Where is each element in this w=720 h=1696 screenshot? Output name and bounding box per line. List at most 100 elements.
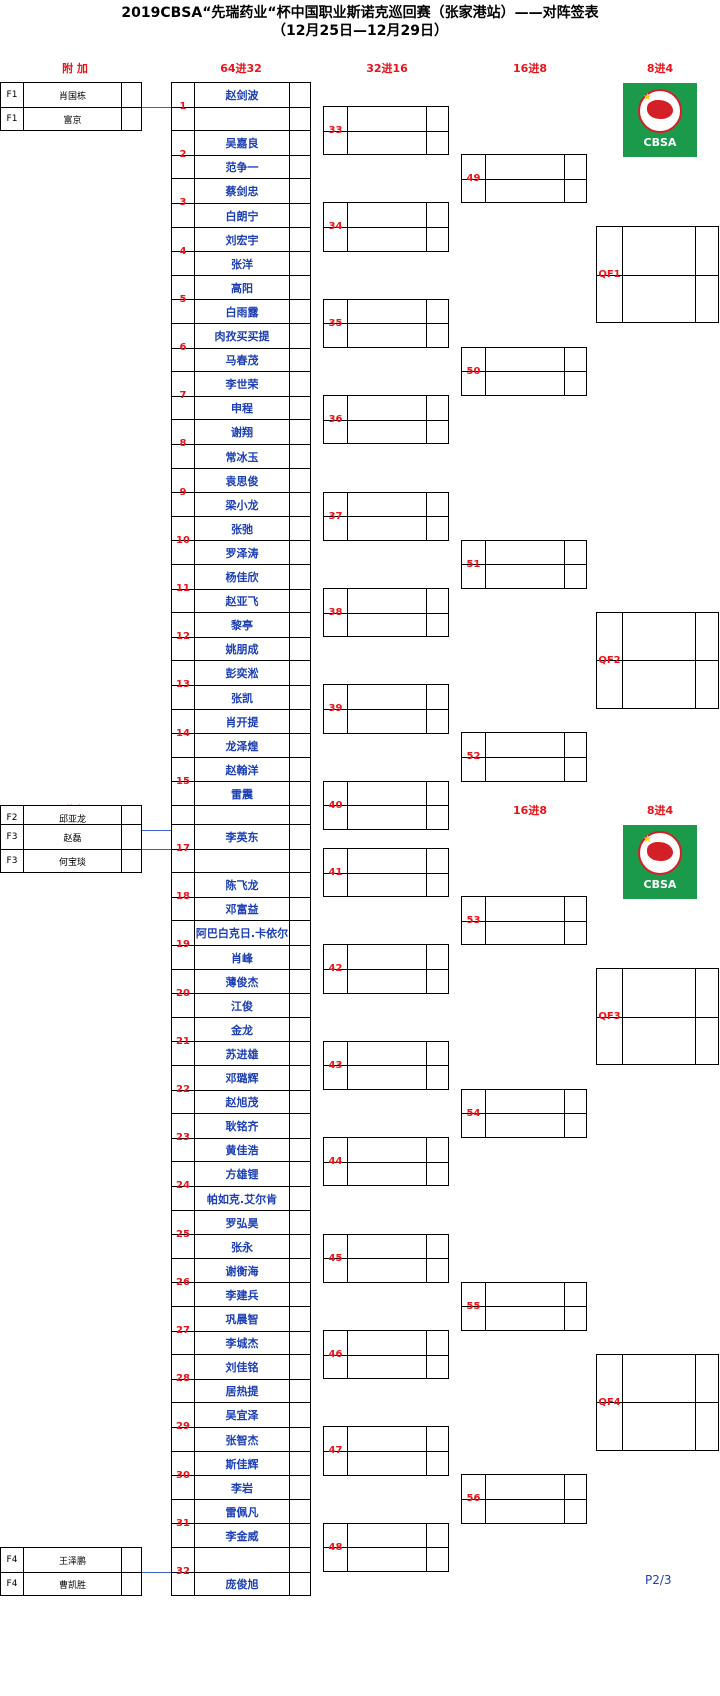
- qualifier-connector-line: [142, 106, 171, 108]
- player-name: 耿铭齐: [225, 1120, 259, 1134]
- match-box-41: 41: [323, 848, 449, 898]
- player-name: 薄俊杰: [225, 975, 259, 989]
- player-row: 肖开提: [172, 710, 310, 734]
- match-box-46: 46: [323, 1330, 449, 1380]
- score-cell: [290, 541, 310, 565]
- score-cell: [290, 1331, 310, 1355]
- score-cell: [290, 1500, 310, 1524]
- col-divider: [289, 1548, 290, 1596]
- col-divider: [194, 613, 195, 661]
- player-name: 李岩: [231, 1481, 253, 1495]
- player-name: 赵亚飞: [225, 595, 259, 609]
- match-box-40: 40: [323, 780, 449, 830]
- player-name: 罗泽涛: [225, 546, 259, 560]
- match-number: 43: [328, 1059, 343, 1071]
- row-divider: [172, 299, 310, 301]
- match-number: 42: [328, 963, 343, 975]
- player-name: 雷震: [231, 787, 253, 801]
- player-row: 李岩: [172, 1476, 310, 1500]
- player-row: 黄佳浩: [172, 1138, 310, 1162]
- col-divider: [194, 1355, 195, 1403]
- match-box-48: 48: [323, 1522, 449, 1572]
- row-divider: [462, 1306, 586, 1308]
- score-cell: [290, 1572, 310, 1596]
- player-name: 赵剑波: [225, 89, 259, 103]
- player-name: 常冰玉: [225, 450, 259, 464]
- player-row: 高阳: [172, 276, 310, 300]
- row-divider: [172, 993, 310, 995]
- col-divider: [485, 733, 486, 781]
- col-divider: [347, 107, 348, 155]
- col-divider: [426, 1523, 427, 1571]
- row-divider: [172, 1234, 310, 1236]
- col-divider: [347, 492, 348, 540]
- player-name: 赵翰洋: [225, 763, 259, 777]
- score-cell: [290, 469, 310, 493]
- row-divider: [172, 944, 310, 946]
- player-row: 肉孜买买提: [172, 324, 310, 348]
- player-row: 张凯: [172, 685, 310, 709]
- match-number: 24: [176, 1180, 190, 1192]
- match-number: 8: [179, 438, 187, 450]
- player-name: 肖开提: [225, 715, 259, 729]
- col-divider: [289, 179, 290, 227]
- player-name: 吴嘉良: [225, 137, 259, 151]
- col-divider: [194, 83, 195, 131]
- col-divider: [194, 1114, 195, 1162]
- player-name: 张凯: [231, 691, 253, 705]
- player-row: 张永: [172, 1235, 310, 1259]
- row-divider: [597, 1402, 718, 1404]
- player-row: 张洋: [172, 252, 310, 276]
- player-row: 方雄锂: [172, 1162, 310, 1186]
- match-number: 44: [328, 1156, 343, 1168]
- match-number: 46: [328, 1349, 343, 1361]
- row-divider: [172, 1426, 310, 1428]
- player-row: 刘宏宇: [172, 228, 310, 252]
- qualifier-tag: F4: [6, 1579, 18, 1590]
- match-number: 41: [328, 867, 343, 879]
- score-cell: [290, 396, 310, 420]
- score-cell: [290, 517, 310, 541]
- col-divider: [194, 275, 195, 323]
- player-name: 梁小龙: [225, 498, 259, 512]
- col-divider: [194, 1017, 195, 1065]
- player-row: 申程: [172, 396, 310, 420]
- row-divider: [462, 564, 586, 566]
- col-divider: [485, 540, 486, 588]
- col-divider: [347, 849, 348, 897]
- col-divider: [347, 1041, 348, 1089]
- match-box-39: 39: [323, 684, 449, 734]
- player-name: 马春茂: [225, 354, 259, 368]
- match-number: 3: [179, 197, 187, 209]
- match-number: 17: [176, 843, 190, 855]
- col-divider: [622, 1354, 623, 1450]
- row-divider: [597, 1016, 718, 1018]
- qualifier-connector-line: [142, 829, 171, 831]
- china-map-icon: [647, 100, 673, 119]
- player-name: 袁思俊: [225, 474, 259, 488]
- match-box-53: 53: [461, 896, 587, 946]
- col-divider: [426, 396, 427, 444]
- player-row: 江俊: [172, 994, 310, 1018]
- col-divider: [622, 612, 623, 708]
- row-divider: [324, 872, 448, 874]
- col-divider: [194, 661, 195, 709]
- match-number: 7: [179, 390, 187, 402]
- row-divider: [172, 896, 310, 898]
- qualifier-connector-line: [142, 1571, 171, 1573]
- match-box-QF2: QF2: [596, 611, 719, 709]
- row-divider: [324, 1354, 448, 1356]
- qf-label: QF3: [598, 1011, 621, 1023]
- score-cell: [290, 661, 310, 685]
- player-row: 张智杰: [172, 1427, 310, 1451]
- player-row: 陈飞龙: [172, 873, 310, 897]
- col-divider: [695, 969, 696, 1065]
- score-cell: [290, 1524, 310, 1548]
- row-divider: [172, 154, 310, 156]
